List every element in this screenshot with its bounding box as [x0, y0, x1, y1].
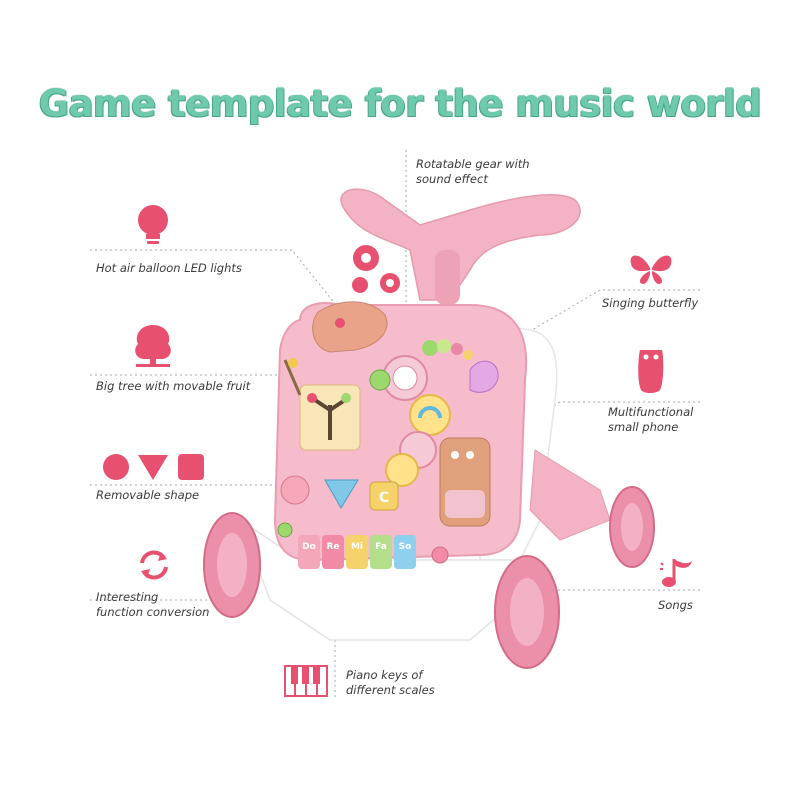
piano-key-3: Mi [351, 542, 363, 552]
walker-rear-leg [529, 449, 611, 541]
caterpillar-feature [422, 339, 473, 360]
shapes-icon [103, 454, 204, 480]
label-phone: Multifunctional small phone [608, 405, 694, 434]
label-gear: Rotatable gear with sound effect [416, 157, 530, 186]
label-piano: Piano keys of different scales [346, 668, 435, 697]
phone-icon [638, 350, 664, 393]
butterfly-icon [630, 255, 672, 284]
music-note-icon [660, 559, 692, 587]
lightbulb-icon [138, 205, 168, 244]
piano-key-2: Re [326, 542, 339, 552]
gears-icon [352, 245, 400, 293]
walker-handle [340, 188, 581, 305]
piano-key-4: Fa [375, 542, 387, 552]
gear-cluster [369, 355, 451, 487]
wheels [203, 486, 655, 669]
label-butterfly: Singing butterfly [602, 296, 699, 310]
shape-sorter [280, 475, 399, 511]
arrows-cycle-icon [140, 550, 168, 580]
shape-letter: C [379, 490, 389, 506]
piano-icon [284, 665, 328, 697]
label-tree: Big tree with movable fruit [96, 379, 251, 393]
piano-key-1: Do [302, 542, 316, 552]
label-led: Hot air balloon LED lights [96, 261, 242, 275]
piano-key-5: So [399, 542, 412, 552]
label-conversion: Interesting function conversion [96, 590, 210, 619]
tree-icon [135, 325, 171, 367]
page-title: Game template for the music world [38, 82, 762, 125]
balloon-feature [312, 301, 388, 353]
piano-keys: Do Re Mi Fa So [298, 535, 416, 569]
butterfly-feature [469, 360, 499, 393]
label-songs: Songs [658, 598, 693, 612]
label-shape: Removable shape [96, 488, 200, 502]
